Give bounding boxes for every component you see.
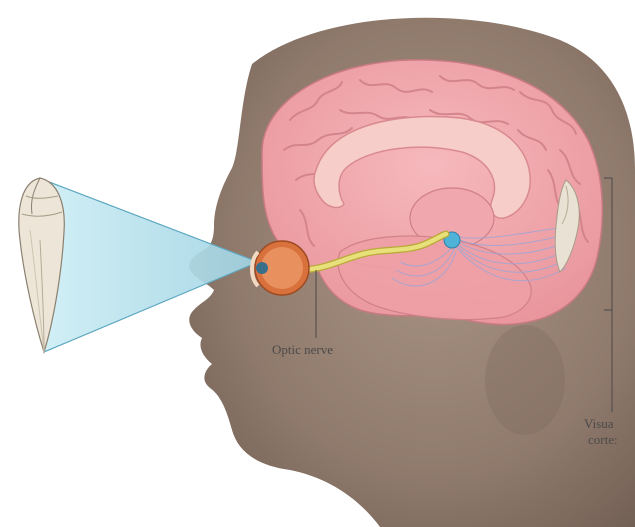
visual-cortex-label-line1: Visua [584,416,614,431]
visual-cortex-label-line2: corte: [588,432,618,447]
ear-shadow [485,325,565,435]
optic-nerve-label: Optic nerve [272,342,333,357]
